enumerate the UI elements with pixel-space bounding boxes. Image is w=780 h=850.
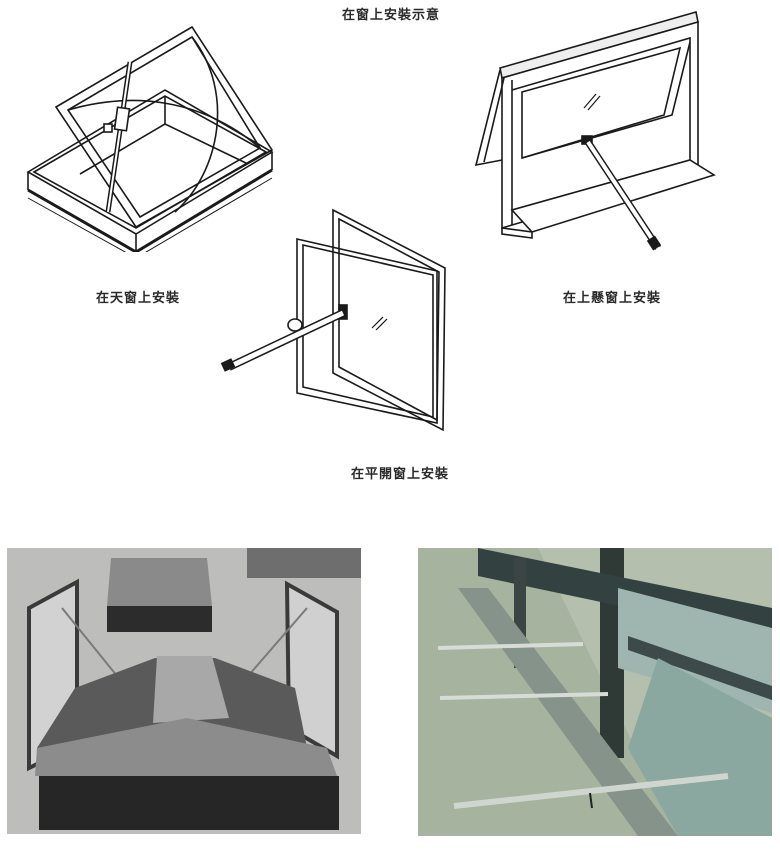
facade-window-photo (418, 548, 772, 836)
casement-caption: 在平開窗上安裝 (351, 467, 450, 482)
skylight-caption: 在天窗上安裝 (96, 291, 181, 306)
roof-skylight-photo (7, 548, 361, 834)
top-hung-window-actuator-diagram-icon (472, 10, 722, 255)
skylight-actuator-diagram-icon (20, 12, 280, 252)
top-hung-caption: 在上懸窗上安裝 (563, 291, 662, 306)
page-title: 在窗上安裝示意 (342, 8, 441, 23)
casement-window-actuator-diagram-icon (215, 205, 455, 435)
